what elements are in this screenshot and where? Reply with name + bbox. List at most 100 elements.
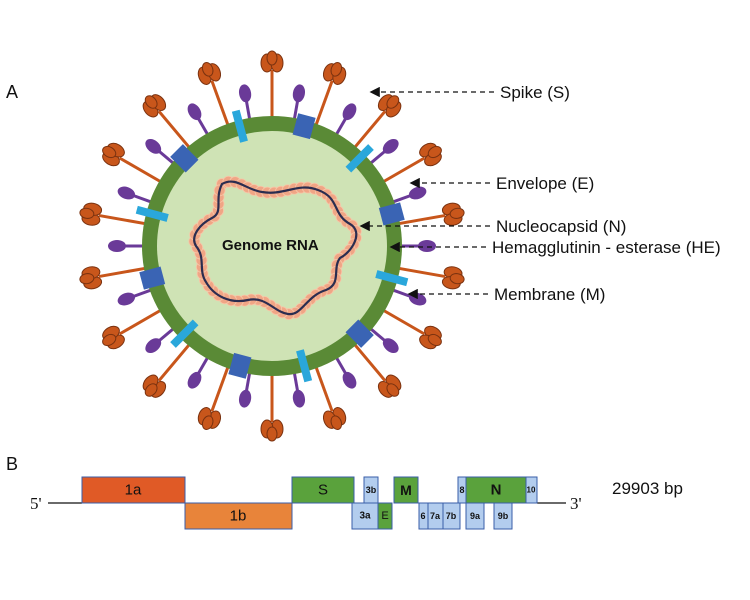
gene-1a-label: 1a xyxy=(125,482,142,499)
gene-7b-label: 7b xyxy=(446,511,457,521)
spike-stalk xyxy=(349,110,387,154)
panel-a-label: A xyxy=(6,82,18,102)
membrane-protein-block xyxy=(170,319,199,348)
spike-stalk xyxy=(349,338,387,382)
spike-head xyxy=(79,266,103,290)
hemagglutinin-esterase-block xyxy=(345,319,374,348)
spike-head xyxy=(377,374,402,398)
spike-lobe xyxy=(266,426,278,442)
spike-lobe xyxy=(386,383,400,397)
membrane-protein-block xyxy=(375,270,409,287)
callout-membrane: Membrane (M) xyxy=(407,285,605,304)
spike-stalk xyxy=(210,80,232,132)
spike-lobe xyxy=(427,145,442,159)
spike-head xyxy=(102,325,125,350)
spike-lobe xyxy=(330,415,343,430)
label-nucleocapsid: Nucleocapsid (N) xyxy=(496,217,626,236)
spike-lobe xyxy=(266,50,278,66)
envelope-protein-head xyxy=(408,186,427,200)
gene-3a-label: 3a xyxy=(359,511,371,522)
spike-stalk xyxy=(312,80,334,132)
envelope-protein-head xyxy=(342,371,357,389)
spike-head xyxy=(419,142,442,167)
spike-head xyxy=(441,202,465,226)
spike-lobe xyxy=(201,415,214,430)
gene-3b-label: 3b xyxy=(366,485,377,495)
spike-head xyxy=(102,142,125,167)
spike-head xyxy=(142,374,167,398)
three-prime-label: 3' xyxy=(570,494,582,513)
spike-lobe xyxy=(330,62,343,77)
spike-head xyxy=(197,62,222,85)
spike-stalk xyxy=(210,360,232,412)
envelope-protein-head xyxy=(238,84,252,103)
spike-lobe xyxy=(79,207,95,219)
envelope-protein-head xyxy=(382,138,399,154)
genome-rna-strand xyxy=(193,180,358,316)
gene-e-box xyxy=(377,502,393,530)
gene-8-label: 8 xyxy=(459,485,464,495)
spike-stalk xyxy=(118,156,168,187)
envelope-protein-head xyxy=(418,240,436,252)
callout-envelope: Envelope (E) xyxy=(409,174,594,193)
membrane-protein-block xyxy=(135,205,169,222)
spike-stalk xyxy=(312,360,334,412)
callout-hemagglutinin: Hemagglutinin - esterase (HE) xyxy=(389,238,721,257)
spike-lobe xyxy=(79,273,95,285)
spike-head xyxy=(197,407,222,430)
gene-m-label: M xyxy=(400,482,412,498)
envelope-protein-head xyxy=(145,138,162,154)
spike-stalk xyxy=(376,156,426,187)
gene-6-label: 6 xyxy=(420,511,425,521)
spike-lobe xyxy=(102,333,117,347)
envelope-protein-head xyxy=(145,338,162,354)
spike-lobe xyxy=(144,383,158,397)
gene-n-box xyxy=(465,476,527,504)
callout-nucleocapsid: Nucleocapsid (N) xyxy=(359,217,626,236)
spike-head xyxy=(419,325,442,350)
gene-1b-box xyxy=(184,502,293,530)
gene-1b-label: 1b xyxy=(230,508,247,525)
spike-head xyxy=(322,407,347,430)
membrane-protein-block xyxy=(296,349,313,383)
gene-n-label: N xyxy=(491,482,502,499)
spike-lobe xyxy=(102,145,117,159)
gene-10-box xyxy=(525,476,538,504)
envelope-protein-head xyxy=(187,371,202,389)
spike-lobe xyxy=(201,62,214,77)
gene-9b-box xyxy=(493,502,513,530)
callout-spike: Spike (S) xyxy=(369,83,570,102)
gene-s-label: S xyxy=(318,482,328,499)
spike-stalk xyxy=(98,213,153,227)
gene-9b-label: 9b xyxy=(498,511,509,521)
five-prime-label: 5' xyxy=(30,494,42,513)
spike-head xyxy=(377,94,402,118)
spike-stalk xyxy=(391,265,446,279)
hemagglutinin-esterase-block xyxy=(170,144,199,173)
spike-lobe xyxy=(427,333,442,347)
membrane-proteins xyxy=(135,109,409,383)
gene-9a-box xyxy=(465,502,485,530)
envelope-protein-head xyxy=(382,338,399,354)
gene-7a-label: 7a xyxy=(430,511,441,521)
envelope-protein-head xyxy=(117,186,136,200)
gene-9a-label: 9a xyxy=(470,511,481,521)
hemagglutinin-esterase-block xyxy=(139,266,166,290)
envelope-protein-head xyxy=(108,240,126,252)
genome-length-label: 29903 bp xyxy=(612,479,683,498)
gene-10-label: 10 xyxy=(527,486,536,495)
envelope-protein-head xyxy=(408,292,427,306)
panel-b-label: B xyxy=(6,454,18,474)
spike-lobe xyxy=(386,95,400,109)
gene-s-box xyxy=(291,476,355,504)
gene-7b-box xyxy=(442,502,461,530)
spike-stalk xyxy=(376,305,426,336)
gene-e-label: E xyxy=(381,510,388,522)
spike-lobe xyxy=(144,95,158,109)
spike-head xyxy=(260,419,284,442)
envelope-protein-head xyxy=(238,389,252,408)
gene-m-box xyxy=(393,476,419,504)
spike-head xyxy=(142,94,167,118)
label-membrane: Membrane (M) xyxy=(494,285,605,304)
